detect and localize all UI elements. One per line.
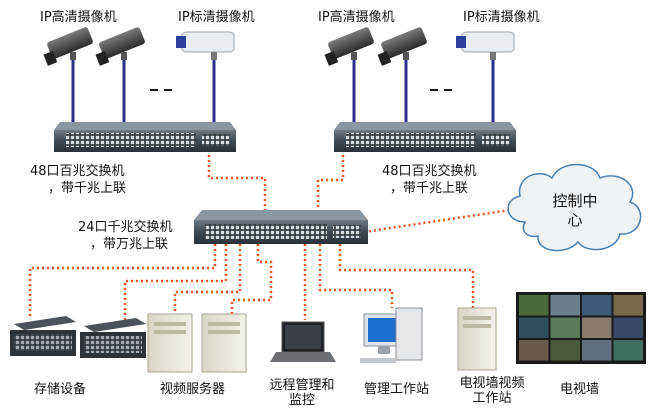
video-wall-tile xyxy=(550,317,580,338)
camera-hd-right-1 xyxy=(324,27,374,66)
label-uplink-core: ，带万兆上联 xyxy=(90,237,169,252)
switch-48-right xyxy=(334,122,516,152)
label-camera-hd-left: IP高清摄像机 xyxy=(40,10,117,25)
camera-std-left xyxy=(176,31,235,60)
video-wall-tile xyxy=(519,317,549,338)
label-switch48-left: 48口百兆交换机 xyxy=(30,164,125,179)
label-remote: 远程管理和 监控 xyxy=(262,378,342,408)
label-video-server: 视频服务器 xyxy=(160,382,226,397)
video-wall-tile xyxy=(582,295,612,316)
video-wall-tile xyxy=(519,340,549,361)
switch-24-core xyxy=(194,210,368,244)
dotted-links xyxy=(28,150,511,320)
label-camera-std-right: IP标清摄像机 xyxy=(463,10,540,25)
label-control-center: 控制中 心 xyxy=(540,192,610,230)
wall-workstation xyxy=(457,307,497,371)
label-wall-workstation: 电视墙视频 工作站 xyxy=(452,376,532,406)
control-center-cloud xyxy=(507,163,642,252)
camera-hd-left-2 xyxy=(95,27,145,66)
label-remote-line1: 远程管理和 xyxy=(269,378,335,393)
video-server-2 xyxy=(201,313,247,373)
label-wall-workstation-line1: 电视墙视频 xyxy=(459,376,525,391)
label-switch24: 24口千兆交换机 xyxy=(78,220,173,235)
label-uplink-left: ，带千兆上联 xyxy=(48,181,127,196)
label-camera-std-left: IP标清摄像机 xyxy=(178,10,255,25)
camera-hd-right-2 xyxy=(377,27,427,66)
camera-links xyxy=(71,58,495,130)
video-wall-tile xyxy=(550,295,580,316)
video-wall-tile xyxy=(613,317,643,338)
label-storage: 存储设备 xyxy=(34,382,87,397)
label-remote-line2: 监控 xyxy=(288,393,315,408)
video-wall-tile xyxy=(550,340,580,361)
storage-device-2 xyxy=(80,318,146,358)
label-camera-hd-right: IP高清摄像机 xyxy=(318,10,395,25)
video-wall xyxy=(516,292,646,364)
label-control-center-line2: 心 xyxy=(567,211,583,229)
laptop xyxy=(270,321,336,362)
label-workstation: 管理工作站 xyxy=(364,382,430,397)
video-server-1 xyxy=(147,313,193,373)
video-wall-tile xyxy=(613,340,643,361)
label-uplink-right: ，带千兆上联 xyxy=(390,181,469,196)
switch-48-left xyxy=(54,122,236,152)
storage-device-1 xyxy=(10,316,76,356)
label-control-center-line1: 控制中 xyxy=(552,192,598,210)
camera-std-right xyxy=(456,31,515,60)
label-video-wall: 电视墙 xyxy=(560,382,600,397)
video-wall-tile xyxy=(582,340,612,361)
camera-hd-left-1 xyxy=(43,27,93,66)
management-workstation xyxy=(360,307,423,363)
video-wall-tile xyxy=(582,317,612,338)
label-wall-workstation-line2: 工作站 xyxy=(472,391,512,406)
video-wall-tile xyxy=(613,295,643,316)
video-wall-tile xyxy=(519,295,549,316)
label-switch48-right: 48口百兆交换机 xyxy=(382,164,477,179)
